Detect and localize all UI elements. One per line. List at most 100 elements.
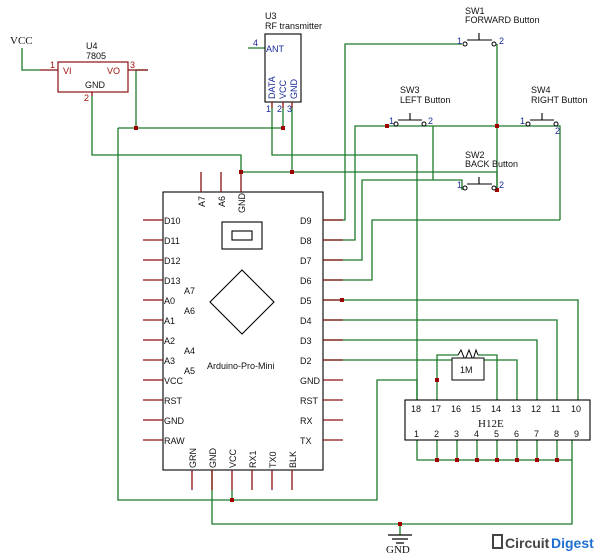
resistor-value: 1M: [460, 365, 473, 375]
encoder-label: H12E: [478, 418, 504, 430]
encoder-bottom-pin-label: 9: [574, 429, 579, 439]
sw4-pin1: 1: [520, 116, 525, 126]
arduino-right-pin-label: GND: [300, 376, 321, 386]
transmitter-pin-ant: 4: [253, 38, 258, 48]
sw4-pin2: 2: [555, 126, 560, 136]
arduino-left-alt-a6: A6: [184, 306, 195, 316]
arduino-right-pin-label: D6: [300, 276, 312, 286]
arduino-left-pin-label: A1: [164, 316, 175, 326]
switch-sw4: SW4 RIGHT Button 1 2: [520, 85, 587, 136]
arduino-bottom-pin-label: BLK: [288, 451, 298, 468]
arduino-right-pin-label: D8: [300, 236, 312, 246]
arduino-right-pin-label: RX: [300, 416, 313, 426]
arduino-right-pin-label: D9: [300, 216, 312, 226]
encoder-top-pin-label: 15: [471, 404, 481, 414]
rf-transmitter: U3 RF transmitter 4 ANT DATA VCC GND 1 2…: [253, 11, 322, 114]
encoder-bottom-pin-label: 2: [434, 429, 439, 439]
sw2-ref: SW2: [465, 150, 485, 160]
encoder-bottom-pin-label: 5: [494, 429, 499, 439]
regulator-vo: VO: [107, 66, 120, 76]
arduino-left-pin-label: D11: [164, 236, 180, 246]
wires: [21, 43, 579, 535]
arduino-right-pin-label: D5: [300, 296, 312, 306]
sw2-pin1: 1: [457, 180, 462, 190]
transmitter-value: RF transmitter: [265, 21, 322, 31]
sw2-value: BACK Button: [465, 159, 518, 169]
arduino-left-pin-label: D12: [164, 256, 181, 266]
arduino-top-gnd: GND: [237, 193, 247, 214]
encoder-top-pin-label: 13: [511, 404, 521, 414]
switch-sw1: SW1 FORWARD Button 1 2: [457, 6, 540, 47]
transmitter-ant: ANT: [266, 44, 285, 54]
regulator-7805: U4 7805 VI VO GND 1 3 2: [40, 41, 148, 103]
transmitter-gnd: GND: [289, 79, 299, 100]
regulator-gnd: GND: [85, 80, 106, 90]
transmitter-pin1: 1: [266, 104, 271, 114]
arduino-left-pin-label: A0: [164, 296, 175, 306]
encoder-top-pin-label: 10: [571, 404, 581, 414]
encoder-bottom-pin-label: 1: [414, 429, 419, 439]
sw3-value: LEFT Button: [400, 95, 450, 105]
transmitter-pin3: 3: [287, 104, 292, 114]
arduino-left-alt-a4: A4: [184, 346, 195, 356]
arduino-left-pin-label: GND: [164, 416, 185, 426]
resistor-1m: 1M: [451, 348, 485, 381]
arduino-right-pin-label: TX: [300, 436, 312, 446]
brand-part2: Digest: [551, 535, 594, 551]
arduino-left-alt-a7: A7: [184, 286, 195, 296]
encoder-bottom-pin-label: 7: [534, 429, 539, 439]
switch-sw3: SW3 LEFT Button 1 2: [389, 85, 450, 127]
arduino-left-pin-label: A3: [164, 356, 175, 366]
encoder-top-pin-label: 16: [451, 404, 461, 414]
regulator-ref: U4: [86, 41, 98, 51]
regulator-pin1: 1: [50, 60, 55, 70]
arduino-top-a7: A7: [197, 196, 207, 207]
sw1-pin1: 1: [457, 36, 462, 46]
arduino-left-pin-label: A2: [164, 336, 175, 346]
sw4-ref: SW4: [531, 85, 551, 95]
switch-sw2: SW2 BACK Button 1 2: [457, 150, 518, 191]
arduino-bottom-pin-label: GRN: [188, 448, 198, 468]
arduino-left-pin-label: D13: [164, 276, 181, 286]
sw3-pin1: 1: [389, 116, 394, 126]
arduino-left-alt-a5: A5: [184, 366, 195, 376]
regulator-vi: VI: [63, 66, 72, 76]
arduino-pro-mini: Arduino-Pro-Mini A7 A6 GND D10D11D12D13A…: [143, 172, 343, 490]
ground-label: GND: [386, 544, 410, 556]
encoder-top-pin-label: 17: [431, 404, 441, 414]
arduino-right-pin-label: D2: [300, 356, 312, 366]
arduino-right-pin-label: D7: [300, 256, 312, 266]
regulator-pin3: 3: [130, 60, 135, 70]
encoder-bottom-pin-label: 8: [554, 429, 559, 439]
brand-logo: Circuit Digest: [492, 534, 594, 551]
arduino-right-pin-label: D3: [300, 336, 312, 346]
sw1-ref: SW1: [465, 6, 485, 16]
encoder-top-pin-label: 11: [551, 404, 560, 414]
encoder-bottom-pin-label: 3: [454, 429, 459, 439]
encoder-top-pin-label: 12: [531, 404, 541, 414]
arduino-left-pin-label: VCC: [164, 376, 184, 386]
transmitter-pin2: 2: [277, 104, 282, 114]
transmitter-ref: U3: [265, 11, 277, 21]
regulator-pin2: 2: [84, 93, 89, 103]
arduino-left-pin-label: RST: [164, 396, 183, 406]
arduino-top-a6: A6: [217, 196, 227, 207]
vcc-label: VCC: [10, 35, 33, 47]
arduino-bottom-pin-label: RX1: [248, 450, 258, 468]
ground-symbol: GND: [386, 534, 412, 556]
sw4-value: RIGHT Button: [531, 95, 587, 105]
sw2-pin2: 2: [499, 180, 504, 190]
transmitter-vcc: VCC: [278, 79, 288, 99]
sw3-pin2: 2: [428, 116, 433, 126]
arduino-left-pin-label: D10: [164, 216, 181, 226]
sw3-ref: SW3: [400, 85, 420, 95]
encoder-bottom-pin-label: 6: [514, 429, 519, 439]
arduino-bottom-pin-label: TX0: [268, 451, 278, 468]
arduino-right-pin-label: RST: [300, 396, 319, 406]
encoder-top-pin-label: 18: [411, 404, 421, 414]
sw1-value: FORWARD Button: [465, 15, 540, 25]
arduino-bottom-pin-label: GND: [208, 448, 218, 469]
